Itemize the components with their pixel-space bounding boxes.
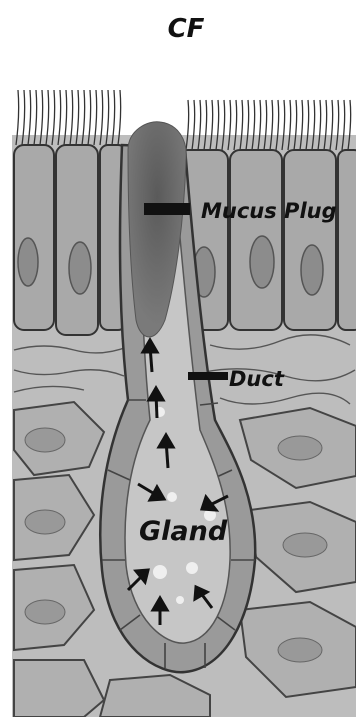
mucus-plug-pointer: [144, 203, 190, 215]
diagram-title: CF: [168, 14, 205, 44]
gland-label: Gland: [139, 516, 228, 547]
duct-pointer: [188, 372, 228, 380]
duct-label: Duct: [229, 367, 285, 391]
mucus-plug-label: Mucus Plug: [201, 199, 337, 223]
